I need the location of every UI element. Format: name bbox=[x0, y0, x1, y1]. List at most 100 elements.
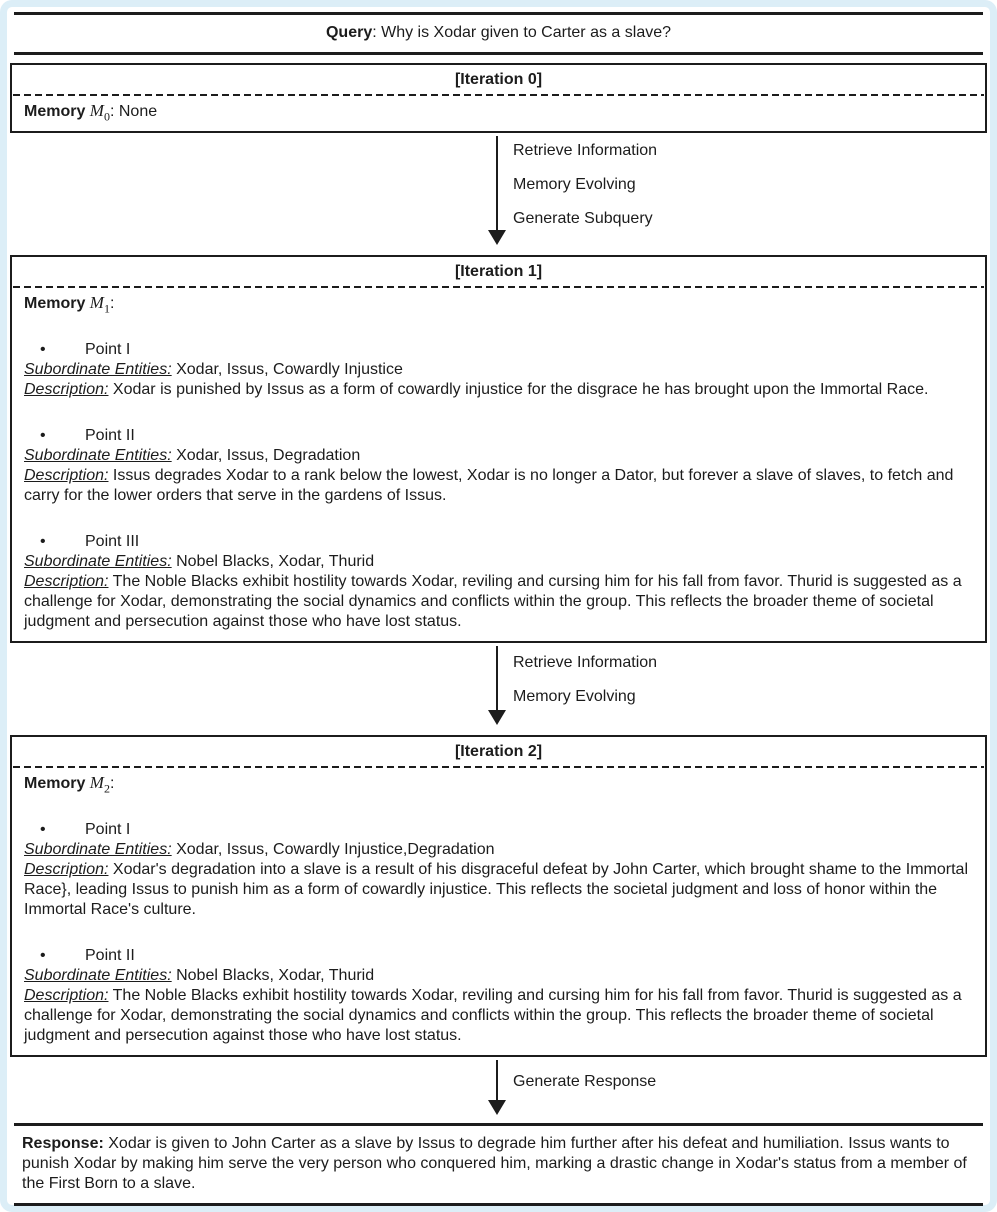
query-label: Query bbox=[325, 24, 373, 41]
memory-var: M2 bbox=[89, 773, 110, 796]
down-arrowhead-icon bbox=[488, 1100, 506, 1115]
arrow-label: Generate Response bbox=[513, 1073, 657, 1090]
memory-colon: : bbox=[109, 295, 115, 312]
description-line: Description: Xodar's degradation into a … bbox=[24, 860, 973, 920]
description-label: Description: bbox=[24, 987, 109, 1004]
iteration-2-body: Memory M2: • Point I Subordinate Entities… bbox=[12, 768, 985, 1055]
entities-label: Subordinate Entities: bbox=[24, 841, 172, 858]
dashed-separator bbox=[13, 286, 984, 288]
entities-line: Subordinate Entities: Xodar, Issus, Cowa… bbox=[24, 840, 973, 860]
description-line: Description: The Noble Blacks exhibit ho… bbox=[24, 986, 973, 1046]
description-line: Description: Issus degrades Xodar to a r… bbox=[24, 466, 973, 506]
arrow-label: Retrieve Information bbox=[513, 142, 658, 159]
arrow-label: Generate Subquery bbox=[513, 210, 653, 227]
point-heading: • Point III bbox=[24, 532, 973, 552]
memory-label: Memory bbox=[24, 295, 90, 312]
memory-label: Memory bbox=[24, 775, 90, 792]
point-name: Point II bbox=[85, 427, 135, 444]
entities-label: Subordinate Entities: bbox=[24, 967, 172, 984]
point-item: • Point I Subordinate Entities: Xodar, Is… bbox=[24, 820, 973, 920]
response-section: Response: Xodar is given to John Carter … bbox=[10, 1123, 987, 1212]
iteration-0-box: [Iteration 0] Memory M0: None bbox=[10, 63, 987, 133]
description-label: Description: bbox=[24, 467, 109, 484]
dashed-separator bbox=[13, 766, 984, 768]
entities-label: Subordinate Entities: bbox=[24, 361, 172, 378]
description-label: Description: bbox=[24, 381, 109, 398]
description-text: The Noble Blacks exhibit hostility towar… bbox=[24, 987, 962, 1044]
iteration-0-title: [Iteration 0] bbox=[454, 71, 543, 88]
query-banner: Query: Why is Xodar given to Carter as a… bbox=[14, 12, 983, 55]
dashed-separator bbox=[13, 94, 984, 96]
response-block: Response: Xodar is given to John Carter … bbox=[10, 1126, 987, 1203]
entities-line: Subordinate Entities: Nobel Blacks, Xoda… bbox=[24, 552, 973, 572]
down-arrow-icon bbox=[496, 646, 498, 712]
point-heading: • Point I bbox=[24, 340, 973, 360]
entities-label: Subordinate Entities: bbox=[24, 447, 172, 464]
memory-line-1: Memory M1: bbox=[24, 293, 973, 314]
horizontal-rule bbox=[14, 1123, 983, 1126]
memory-var: M0 bbox=[89, 101, 110, 124]
memory-value: : None bbox=[109, 103, 158, 120]
arrow-label: Retrieve Information bbox=[513, 654, 658, 671]
entities-line: Subordinate Entities: Nobel Blacks, Xoda… bbox=[24, 966, 973, 986]
iteration-1-title: [Iteration 1] bbox=[454, 263, 543, 280]
point-item: • Point I Subordinate Entities: Xodar, Is… bbox=[24, 340, 973, 400]
point-item: • Point III Subordinate Entities: Nobel B… bbox=[24, 532, 973, 632]
point-name: Point III bbox=[85, 533, 140, 550]
bullet-icon: • bbox=[40, 821, 46, 838]
entities-line: Subordinate Entities: Xodar, Issus, Cowa… bbox=[24, 360, 973, 380]
down-arrowhead-icon bbox=[488, 710, 506, 725]
entities-text: Nobel Blacks, Xodar, Thurid bbox=[171, 967, 375, 984]
description-text: Xodar's degradation into a slave is a re… bbox=[24, 861, 968, 918]
point-item: • Point II Subordinate Entities: Xodar, I… bbox=[24, 426, 973, 506]
description-line: Description: The Noble Blacks exhibit ho… bbox=[24, 572, 973, 632]
iteration-2-title: [Iteration 2] bbox=[454, 743, 543, 760]
down-arrow-icon bbox=[496, 1060, 498, 1102]
bullet-icon: • bbox=[40, 533, 46, 550]
figure-canvas: Query: Why is Xodar given to Carter as a… bbox=[7, 7, 990, 1206]
arrow-3-labels: Generate Response bbox=[513, 1057, 656, 1107]
iteration-1-body: Memory M1: • Point I Subordinate Entities… bbox=[12, 288, 985, 641]
arrow-section-3: Generate Response bbox=[10, 1057, 987, 1117]
down-arrow-icon bbox=[496, 136, 498, 232]
bullet-icon: • bbox=[40, 341, 46, 358]
point-item: • Point II Subordinate Entities: Nobel Bl… bbox=[24, 946, 973, 1046]
point-heading: • Point II bbox=[24, 426, 973, 446]
entities-line: Subordinate Entities: Xodar, Issus, Degr… bbox=[24, 446, 973, 466]
reference-answer-block: Reference Answer: As his punishment for … bbox=[10, 1206, 987, 1212]
description-line: Description: Xodar is punished by Issus … bbox=[24, 380, 973, 400]
description-label: Description: bbox=[24, 861, 109, 878]
memory-line-0: Memory M0: None bbox=[24, 101, 973, 122]
entities-text: Nobel Blacks, Xodar, Thurid bbox=[171, 553, 375, 570]
description-text: Xodar is punished by Issus as a form of … bbox=[108, 381, 929, 398]
memory-line-2: Memory M2: bbox=[24, 773, 973, 794]
arrow-2-labels: Retrieve Information Memory Evolving bbox=[513, 643, 657, 717]
iteration-2-box: [Iteration 2] Memory M2: • Point I Subord… bbox=[10, 735, 987, 1057]
memory-var: M1 bbox=[89, 293, 110, 316]
description-text: Issus degrades Xodar to a rank below the… bbox=[24, 467, 954, 504]
description-label: Description: bbox=[24, 573, 109, 590]
description-text: The Noble Blacks exhibit hostility towar… bbox=[24, 573, 962, 630]
down-arrowhead-icon bbox=[488, 230, 506, 245]
arrow-label: Memory Evolving bbox=[513, 688, 636, 705]
arrow-1-labels: Retrieve Information Memory Evolving Gen… bbox=[513, 133, 657, 237]
query-text: : Why is Xodar given to Carter as a slav… bbox=[372, 24, 672, 41]
point-name: Point II bbox=[85, 947, 135, 964]
entities-text: Xodar, Issus, Degradation bbox=[171, 447, 361, 464]
memory-label: Memory bbox=[24, 103, 90, 120]
entities-text: Xodar, Issus, Cowardly Injustice bbox=[171, 361, 403, 378]
horizontal-rule bbox=[14, 1203, 983, 1206]
point-heading: • Point I bbox=[24, 820, 973, 840]
point-heading: • Point II bbox=[24, 946, 973, 966]
point-name: Point I bbox=[85, 821, 131, 838]
arrow-section-2: Retrieve Information Memory Evolving bbox=[10, 643, 987, 727]
bullet-icon: • bbox=[40, 427, 46, 444]
response-text: Xodar is given to John Carter as a slave… bbox=[22, 1135, 967, 1192]
arrow-section-1: Retrieve Information Memory Evolving Gen… bbox=[10, 133, 987, 247]
memory-colon: : bbox=[109, 775, 115, 792]
bullet-icon: • bbox=[40, 947, 46, 964]
entities-text: Xodar, Issus, Cowardly Injustice,Degrada… bbox=[171, 841, 495, 858]
entities-label: Subordinate Entities: bbox=[24, 553, 172, 570]
point-name: Point I bbox=[85, 341, 131, 358]
